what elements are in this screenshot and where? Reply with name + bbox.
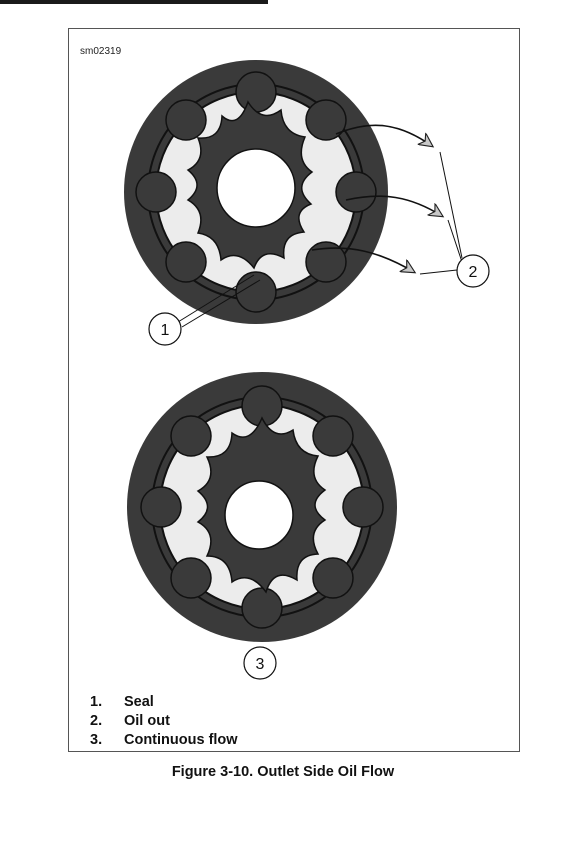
callout-oil-out: 2 <box>456 254 490 288</box>
callout-seal-number: 1 <box>161 322 170 339</box>
callout-oil-out-number: 2 <box>469 264 478 281</box>
legend-item: 1. Seal <box>90 693 238 712</box>
figure-caption: Figure 3-10. Outlet Side Oil Flow <box>171 764 395 780</box>
legend-label: Continuous flow <box>124 732 238 748</box>
figure-frame <box>68 28 520 752</box>
gerotor-bottom <box>127 372 397 642</box>
legend-item: 2. Oil out <box>90 712 238 731</box>
callout-seal: 1 <box>148 312 182 346</box>
legend-label: Oil out <box>124 713 170 729</box>
legend-label: Seal <box>124 694 154 710</box>
oil-out-arrows <box>311 124 442 272</box>
legend-number: 1. <box>90 694 103 710</box>
leader-lines <box>177 151 463 328</box>
figure-code: sm02319 <box>80 46 122 57</box>
callout-continuous-flow-number: 3 <box>256 656 265 673</box>
legend-number: 2. <box>90 713 103 729</box>
callout-continuous-flow: 3 <box>243 646 277 680</box>
legend-number: 3. <box>90 732 103 748</box>
top-rule <box>0 0 268 4</box>
oil-out-arrow <box>345 195 442 216</box>
gerotor-top <box>124 60 388 324</box>
oil-out-arrow <box>335 124 432 146</box>
oil-out-arrow <box>311 247 414 272</box>
figure-legend: 1. Seal 2. Oil out 3. Continuous flow <box>90 693 238 750</box>
legend-item: 3. Continuous flow <box>90 731 238 750</box>
